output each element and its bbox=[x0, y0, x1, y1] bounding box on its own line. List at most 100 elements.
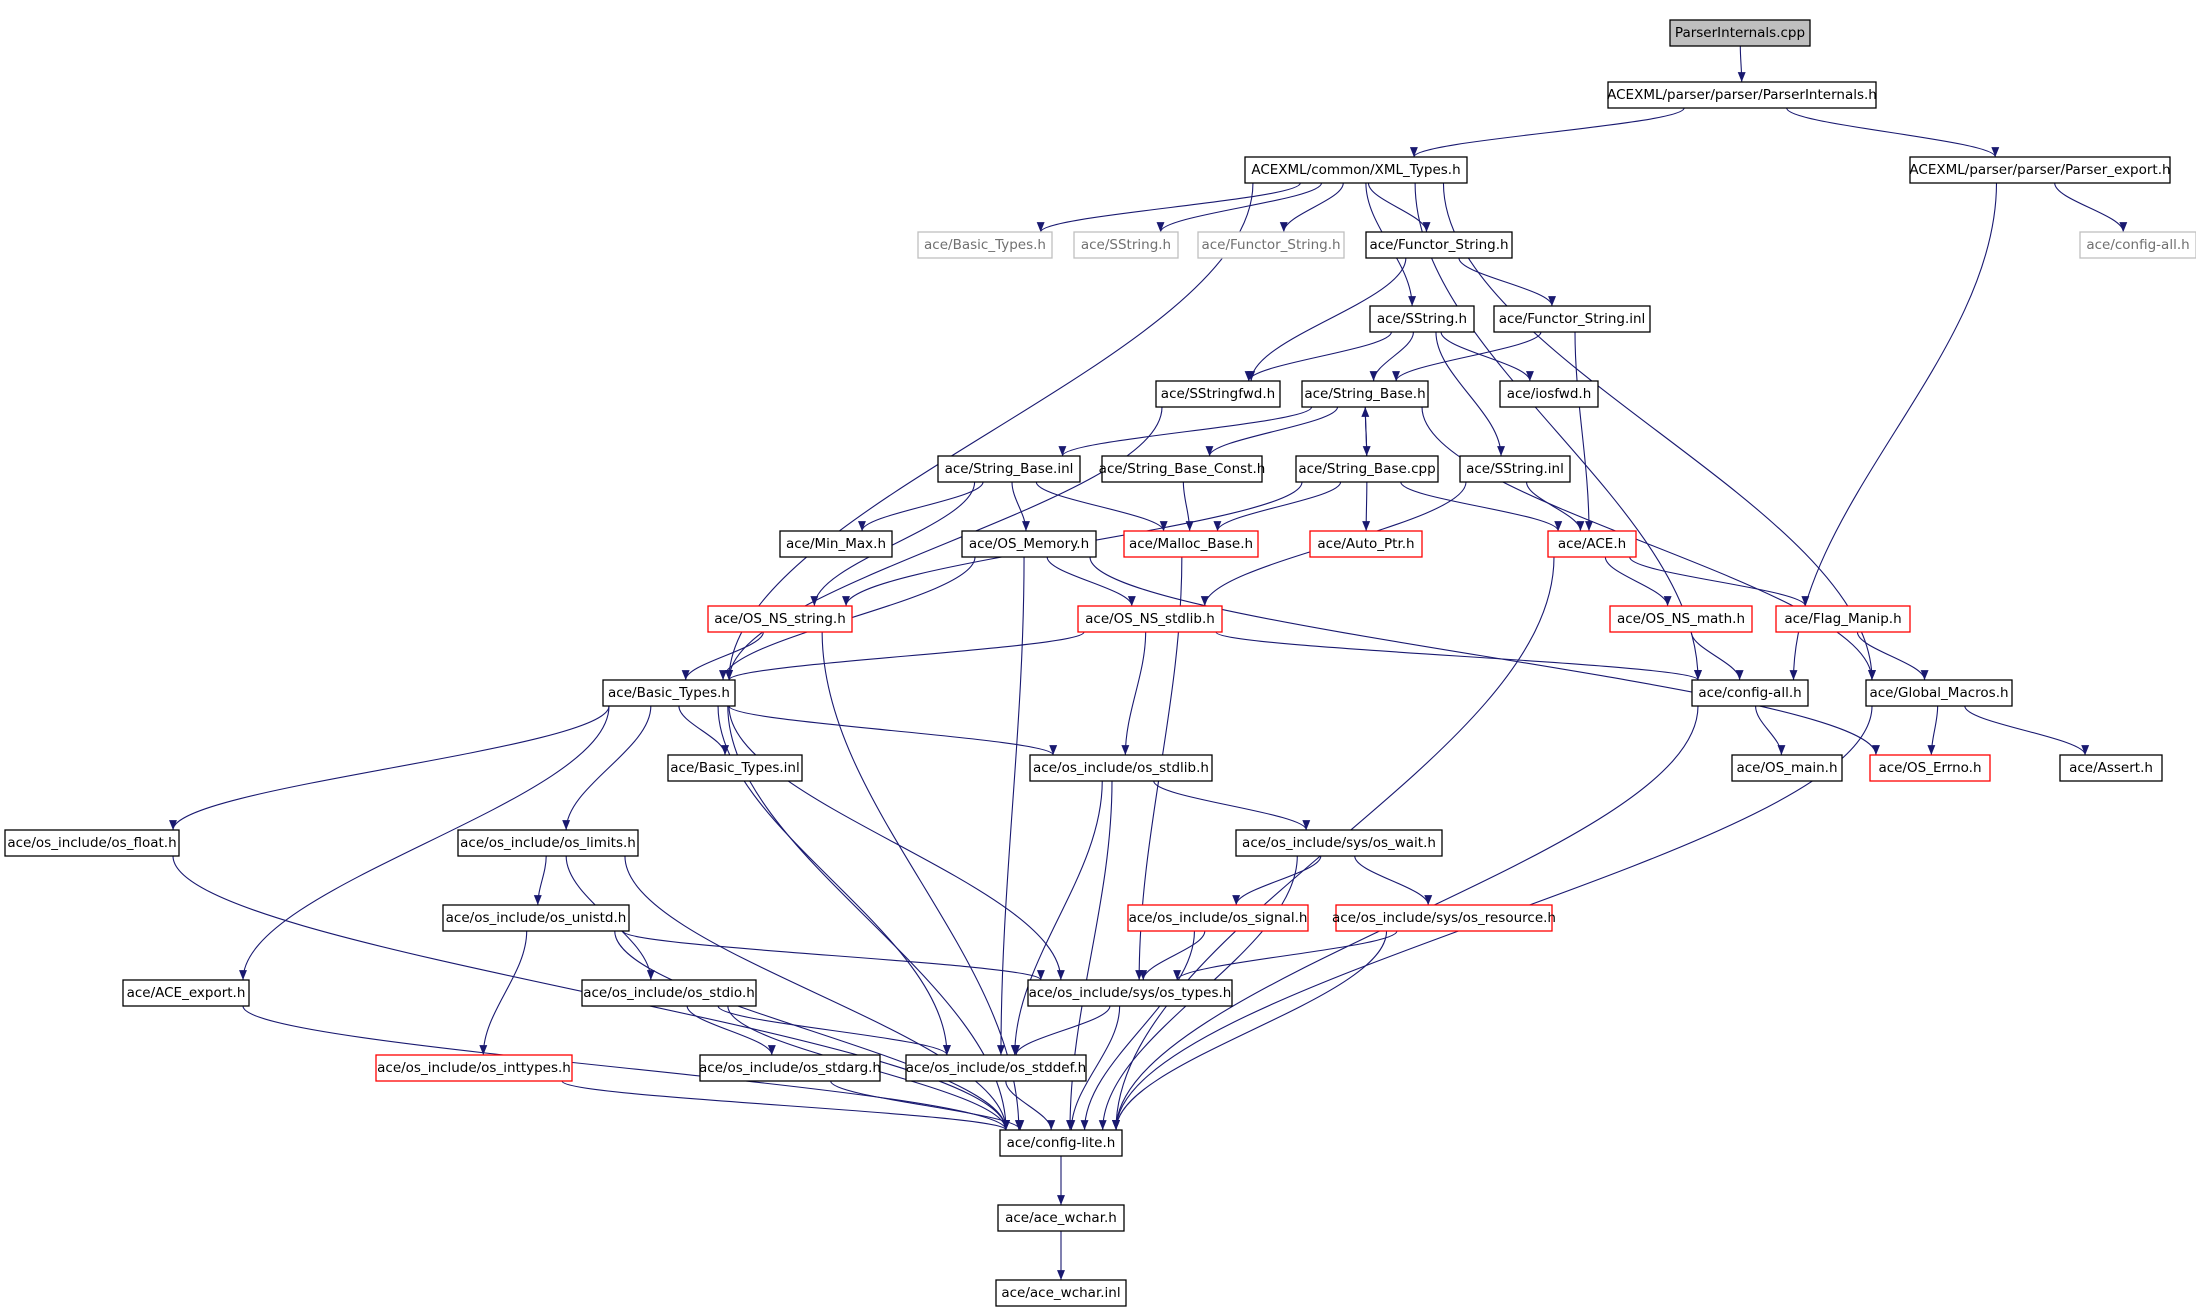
node-string-base-const-h[interactable]: ace/String_Base_Const.h bbox=[1099, 455, 1266, 483]
node-label: ace/config-all.h bbox=[1698, 685, 1801, 701]
node-label: ace/OS_NS_math.h bbox=[1617, 611, 1745, 627]
node-auto-ptr-h[interactable]: ace/Auto_Ptr.h bbox=[1309, 530, 1423, 558]
edge-os-ns-stdlib-h-to-config-all-h bbox=[1215, 631, 1702, 681]
edge-parserinternals-cpp-to-parserinternals-h bbox=[1737, 45, 1746, 83]
node-functor-string-h[interactable]: ace/Functor_String.h bbox=[1365, 231, 1513, 259]
node-os-float-h[interactable]: ace/os_include/os_float.h bbox=[4, 829, 180, 857]
node-os-ns-stdlib-h[interactable]: ace/OS_NS_stdlib.h bbox=[1077, 605, 1223, 633]
node-os-ns-string-h[interactable]: ace/OS_NS_string.h bbox=[707, 605, 853, 633]
node-os-resource-h[interactable]: ace/os_include/sys/os_resource.h bbox=[1332, 904, 1556, 932]
node-label: ace/String_Base_Const.h bbox=[1099, 461, 1266, 477]
node-os-stdarg-h[interactable]: ace/os_include/os_stdarg.h bbox=[699, 1054, 881, 1082]
edge-global-macros-h-to-os-errno-h bbox=[1927, 705, 1939, 756]
node-label: ace/Basic_Types.h bbox=[608, 685, 730, 701]
edge-string-base-inl-to-min-max-h bbox=[858, 481, 984, 532]
node-os-stddef-h[interactable]: ace/os_include/os_stddef.h bbox=[905, 1054, 1087, 1082]
node-sstring-h[interactable]: ace/SString.h bbox=[1369, 305, 1475, 333]
node-os-memory-h[interactable]: ace/OS_Memory.h bbox=[961, 530, 1097, 558]
edge-string-base-h-to-global-macros-h bbox=[1421, 406, 1876, 681]
node-os-wait-h[interactable]: ace/os_include/sys/os_wait.h bbox=[1235, 829, 1443, 857]
node-flag-manip-h[interactable]: ace/Flag_Manip.h bbox=[1775, 605, 1911, 633]
node-box bbox=[779, 530, 893, 558]
node-assert-h[interactable]: ace/Assert.h bbox=[2059, 754, 2163, 782]
node-iosfwd-h[interactable]: ace/iosfwd.h bbox=[1499, 380, 1599, 408]
node-ace-wchar-h[interactable]: ace/ace_wchar.h bbox=[997, 1204, 1125, 1232]
node-label: ACEXML/common/XML_Types.h bbox=[1251, 162, 1460, 178]
node-label: ace/Functor_String.inl bbox=[1499, 311, 1646, 327]
node-label: ace/iosfwd.h bbox=[1507, 386, 1592, 402]
node-string-base-inl[interactable]: ace/String_Base.inl bbox=[937, 455, 1081, 483]
node-sstring-inl[interactable]: ace/SString.inl bbox=[1459, 455, 1571, 483]
node-os-main-h[interactable]: ace/OS_main.h bbox=[1731, 754, 1843, 782]
node-box bbox=[699, 1054, 881, 1082]
node-box bbox=[1073, 231, 1179, 259]
edge-os-ns-string-h-to-basic-types-h bbox=[681, 631, 764, 681]
node-basic-types-inl[interactable]: ace/Basic_Types.inl bbox=[667, 754, 803, 782]
node-box bbox=[1197, 231, 1345, 259]
edge-basic-types-h-to-os-limits-h bbox=[562, 705, 652, 831]
node-os-errno-h[interactable]: ace/OS_Errno.h bbox=[1869, 754, 1991, 782]
node-label: ace/OS_main.h bbox=[1736, 760, 1837, 776]
node-string-base-cpp[interactable]: ace/String_Base.cpp bbox=[1295, 455, 1439, 483]
edge-basic-types-h-to-os-float-h bbox=[169, 705, 610, 831]
node-box bbox=[2079, 231, 2196, 259]
edge-string-base-cpp-to-auto-ptr-h bbox=[1362, 481, 1371, 532]
node-malloc-base-h[interactable]: ace/Malloc_Base.h bbox=[1123, 530, 1259, 558]
edge-basic-types-h-to-os-stdlib-h bbox=[728, 705, 1057, 756]
edge-os-unistd-h-to-os-inttypes-h bbox=[479, 930, 528, 1056]
edge-os-stddef-h-to-config-lite-h bbox=[1005, 1080, 1056, 1131]
node-box bbox=[1731, 754, 1843, 782]
edge-functor-string-inl-to-string-base-h bbox=[1392, 331, 1542, 382]
node-basic-types-h[interactable]: ace/Basic_Types.h bbox=[602, 679, 736, 707]
node-label: ace/ace_wchar.h bbox=[1005, 1210, 1117, 1226]
node-parserinternals-cpp[interactable]: ParserInternals.cpp bbox=[1669, 19, 1811, 47]
edge-basic-types-h-to-ace-export-h bbox=[239, 705, 610, 981]
edge-functor-string-h-to-functor-string-inl bbox=[1458, 257, 1556, 307]
node-box bbox=[1244, 156, 1468, 184]
node-os-signal-h[interactable]: ace/os_include/os_signal.h bbox=[1127, 904, 1309, 932]
node-global-macros-h[interactable]: ace/Global_Macros.h bbox=[1865, 679, 2013, 707]
node-os-ns-math-h[interactable]: ace/OS_NS_math.h bbox=[1609, 605, 1753, 633]
node-os-limits-h[interactable]: ace/os_include/os_limits.h bbox=[457, 829, 639, 857]
edge-ace-export-h-to-config-lite-h bbox=[242, 1005, 1010, 1131]
edge-sstring-h-to-string-base-h bbox=[1369, 331, 1414, 382]
node-string-base-h[interactable]: ace/String_Base.h bbox=[1301, 380, 1429, 408]
node-box bbox=[1301, 380, 1429, 408]
node-sstringfwd-h[interactable]: ace/SStringfwd.h bbox=[1155, 380, 1281, 408]
node-xml-types-h[interactable]: ACEXML/common/XML_Types.h bbox=[1244, 156, 1468, 184]
edge-os-limits-h-to-config-lite-h bbox=[624, 855, 1010, 1131]
node-label: ace/os_include/os_float.h bbox=[7, 835, 176, 851]
node-os-unistd-h[interactable]: ace/os_include/os_unistd.h bbox=[442, 904, 630, 932]
node-box bbox=[602, 679, 736, 707]
node-label: ace/SString.h bbox=[1377, 311, 1467, 327]
node-label: ace/ace_wchar.inl bbox=[1001, 1285, 1120, 1301]
edge-parserinternals-h-to-xml-types-h bbox=[1410, 107, 1685, 158]
edge-string-base-inl-to-os-ns-string-h bbox=[810, 481, 976, 607]
node-parser-export-h[interactable]: ACEXML/parser/parser/Parser_export.h bbox=[1909, 156, 2171, 184]
node-ext-functor-string-h: ace/Functor_String.h bbox=[1197, 231, 1345, 259]
node-box bbox=[1123, 530, 1259, 558]
edge-os-limits-h-to-os-unistd-h bbox=[533, 855, 547, 906]
node-ace-export-h[interactable]: ace/ACE_export.h bbox=[122, 979, 250, 1007]
edge-string-base-inl-to-os-memory-h bbox=[1011, 481, 1030, 532]
node-box bbox=[1101, 455, 1263, 483]
node-config-lite-h[interactable]: ace/config-lite.h bbox=[999, 1129, 1123, 1157]
node-min-max-h[interactable]: ace/Min_Max.h bbox=[779, 530, 893, 558]
node-parserinternals-h[interactable]: ACEXML/parser/parser/ParserInternals.h bbox=[1607, 81, 1877, 109]
node-os-stdlib-h[interactable]: ace/os_include/os_stdlib.h bbox=[1029, 754, 1213, 782]
node-box bbox=[667, 754, 803, 782]
node-box bbox=[905, 1054, 1087, 1082]
node-ace-h[interactable]: ace/ACE.h bbox=[1547, 530, 1637, 558]
node-ace-wchar-inl[interactable]: ace/ace_wchar.inl bbox=[995, 1279, 1127, 1307]
node-os-stdio-h[interactable]: ace/os_include/os_stdio.h bbox=[581, 979, 757, 1007]
node-functor-string-inl[interactable]: ace/Functor_String.inl bbox=[1493, 305, 1651, 333]
node-os-inttypes-h[interactable]: ace/os_include/os_inttypes.h bbox=[375, 1054, 573, 1082]
node-box bbox=[4, 829, 180, 857]
edge-os-wait-h-to-os-signal-h bbox=[1232, 855, 1322, 906]
node-os-types-h[interactable]: ace/os_include/sys/os_types.h bbox=[1027, 979, 1233, 1007]
node-box bbox=[1607, 81, 1877, 109]
edge-string-base-cpp-to-string-base-h bbox=[1361, 406, 1370, 457]
node-box bbox=[1077, 605, 1223, 633]
node-config-all-h[interactable]: ace/config-all.h bbox=[1691, 679, 1809, 707]
